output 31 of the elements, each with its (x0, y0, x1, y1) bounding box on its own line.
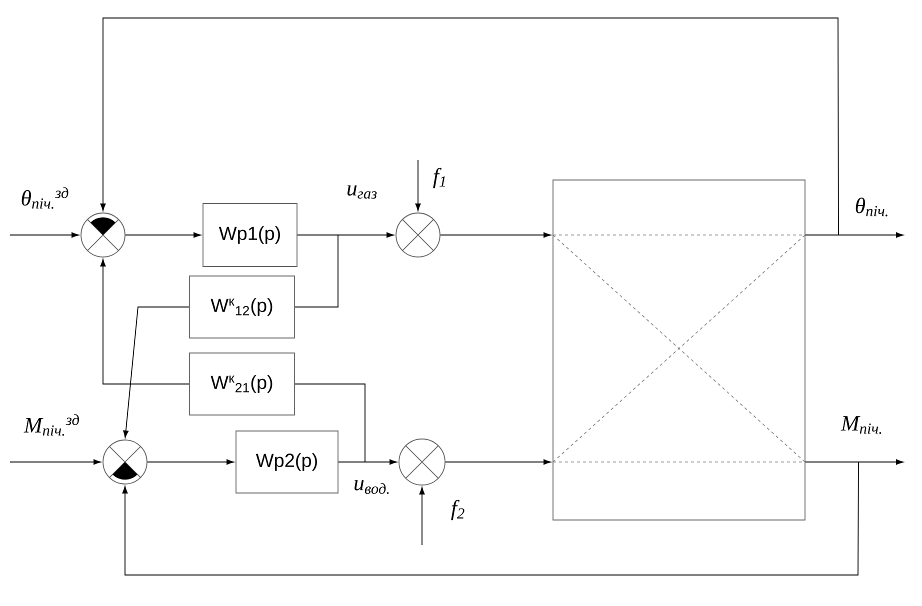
arrow (122, 462, 859, 576)
signal-label: θ$_{піч.}$ (856, 198, 888, 216)
plant-box (552, 180, 806, 520)
arrow (125, 232, 201, 238)
signal-label: u$_{газ}$ (348, 185, 377, 199)
arrow (419, 487, 425, 546)
transfer-function-box: Wp2(p) (236, 430, 338, 494)
transfer-function-box: W$^{к}$$_{21}$(p) (189, 352, 295, 416)
arrow (100, 18, 839, 236)
signal-label: M$_{піч.}$зд (24, 414, 80, 436)
arrow (10, 459, 101, 465)
arrow (445, 459, 551, 465)
arrow (10, 232, 79, 238)
transfer-function-box: Wp1(p) (202, 203, 298, 267)
summing-junction (398, 438, 446, 486)
transfer-function-box: W$^{к}$$_{12}$(p) (189, 276, 295, 338)
signal-label: f$_{2}$ (451, 500, 464, 520)
summing-junction (80, 212, 126, 258)
signal-label: f$_{1}$ (433, 168, 446, 188)
arrow (147, 459, 234, 465)
arrow (415, 160, 421, 211)
summing-junction (396, 212, 440, 258)
signal-label: M$_{піч.}$ (840, 416, 882, 434)
arrow (123, 306, 190, 438)
arrow (100, 259, 190, 384)
summing-junction (102, 440, 148, 484)
arrow (805, 232, 904, 238)
signal-label: θ$_{піч.}$зд (22, 187, 68, 209)
arrow (440, 232, 551, 238)
signal-label: u$_{вод.}$ (354, 480, 389, 494)
arrow (805, 459, 904, 465)
